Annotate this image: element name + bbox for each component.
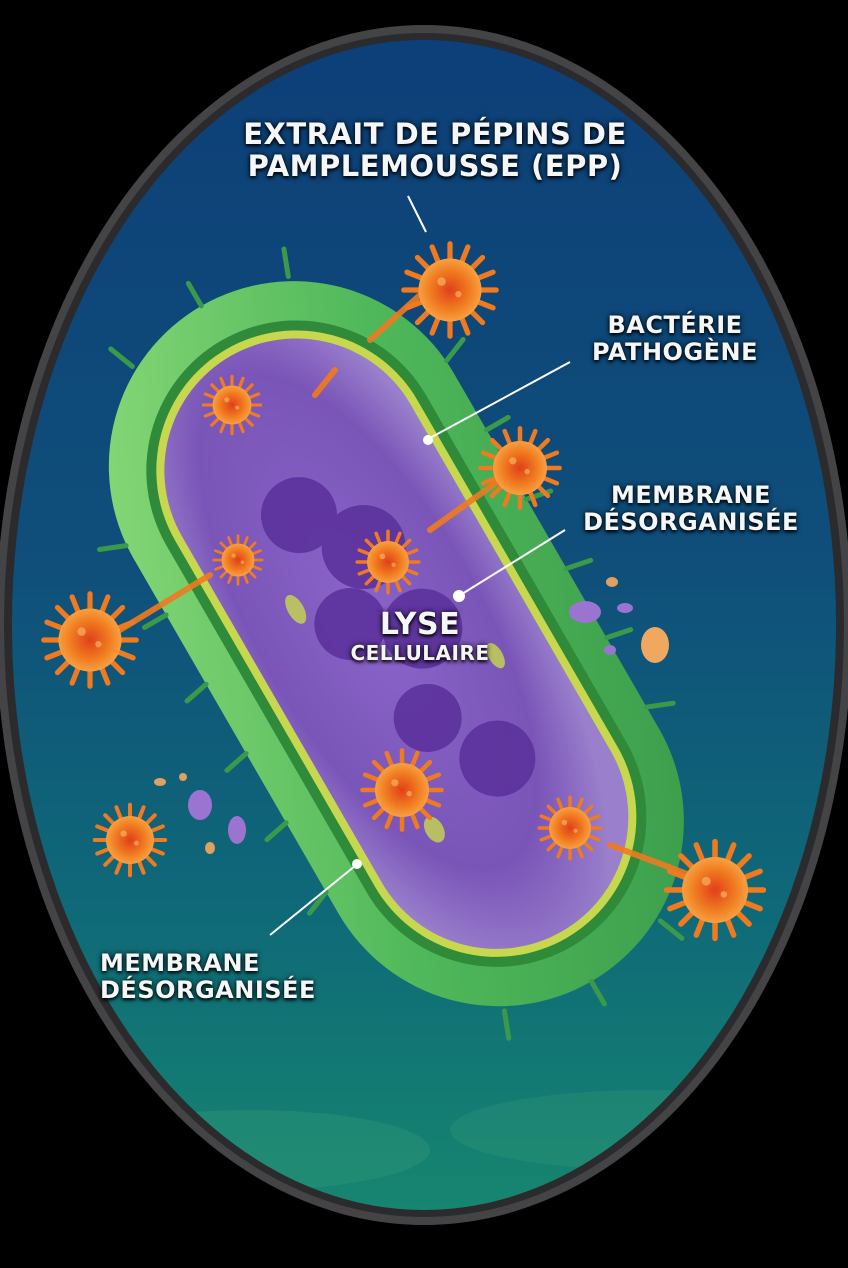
label-membrane-desorganisee-left: MEMBRANE DÉSORGANISÉE xyxy=(100,950,316,1004)
label-membrane-desorganisee-right: MEMBRANE DÉSORGANISÉE xyxy=(566,482,816,536)
label-membrane-right-line1: MEMBRANE xyxy=(611,481,771,509)
label-bacterie-pathogene: BACTÉRIE PATHOGÈNE xyxy=(570,312,780,366)
leader-lines xyxy=(269,195,571,936)
label-membrane-left-line2: DÉSORGANISÉE xyxy=(100,975,316,1004)
label-lyse-line1: LYSE xyxy=(379,607,461,642)
label-bacterie-line2: PATHOGÈNE xyxy=(591,337,759,366)
label-lyse-cellulaire: LYSE CELLULAIRE xyxy=(320,608,520,664)
label-epp: EXTRAIT DE PÉPINS DE PAMPLEMOUSSE (EPP) xyxy=(200,118,670,183)
label-epp-line1: EXTRAIT DE PÉPINS DE xyxy=(243,117,627,151)
bacterium-icon xyxy=(96,246,685,1041)
label-epp-line2: PAMPLEMOUSSE (EPP) xyxy=(247,149,623,184)
label-lyse-line2: CELLULAIRE xyxy=(350,640,490,665)
label-bacterie-line1: BACTÉRIE xyxy=(607,311,743,339)
label-membrane-right-line2: DÉSORGANISÉE xyxy=(583,507,799,536)
label-membrane-left-line1: MEMBRANE xyxy=(100,949,260,977)
cell-debris-icon xyxy=(154,577,669,854)
